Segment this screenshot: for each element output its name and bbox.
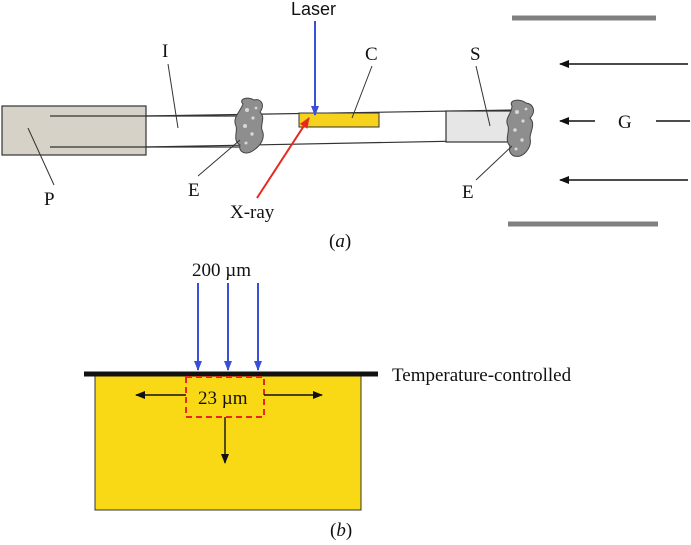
label-c: C (365, 44, 378, 65)
leader-e-left (197, 139, 241, 177)
leader-s (475, 65, 491, 127)
panel-b: 200 µm Temperature-controlled 23 µm (b) (84, 260, 572, 541)
epoxy-left (234, 97, 264, 154)
label-surface: Temperature-controlled (392, 365, 572, 386)
heated-spot-box (185, 376, 265, 418)
leader-i (167, 63, 179, 129)
label-s: S (470, 44, 481, 65)
label-g: G (618, 112, 632, 133)
epoxy-left-texture (243, 106, 258, 145)
holder-p (1, 105, 147, 156)
label-i: I (162, 41, 168, 62)
xray-beam-arrow (256, 117, 310, 199)
epoxy-right-texture (513, 107, 528, 151)
sample-s (445, 110, 515, 143)
leader-c (351, 65, 373, 119)
label-spot: 23 µm (198, 388, 248, 409)
label-p: P (44, 189, 55, 210)
epoxy-right (506, 99, 534, 157)
panel-a: G Laser X-ray I C (1, 0, 690, 252)
label-e-right: E (462, 182, 474, 203)
leader-p (27, 127, 55, 186)
leader-e-right (475, 145, 513, 181)
caption-a: (a) (329, 231, 351, 252)
label-beam-width: 200 µm (192, 260, 251, 281)
label-laser: Laser (291, 0, 336, 19)
crystal-c (298, 112, 380, 128)
label-xray: X-ray (230, 202, 275, 223)
label-e-left: E (188, 180, 200, 201)
caption-b: (b) (330, 520, 352, 541)
